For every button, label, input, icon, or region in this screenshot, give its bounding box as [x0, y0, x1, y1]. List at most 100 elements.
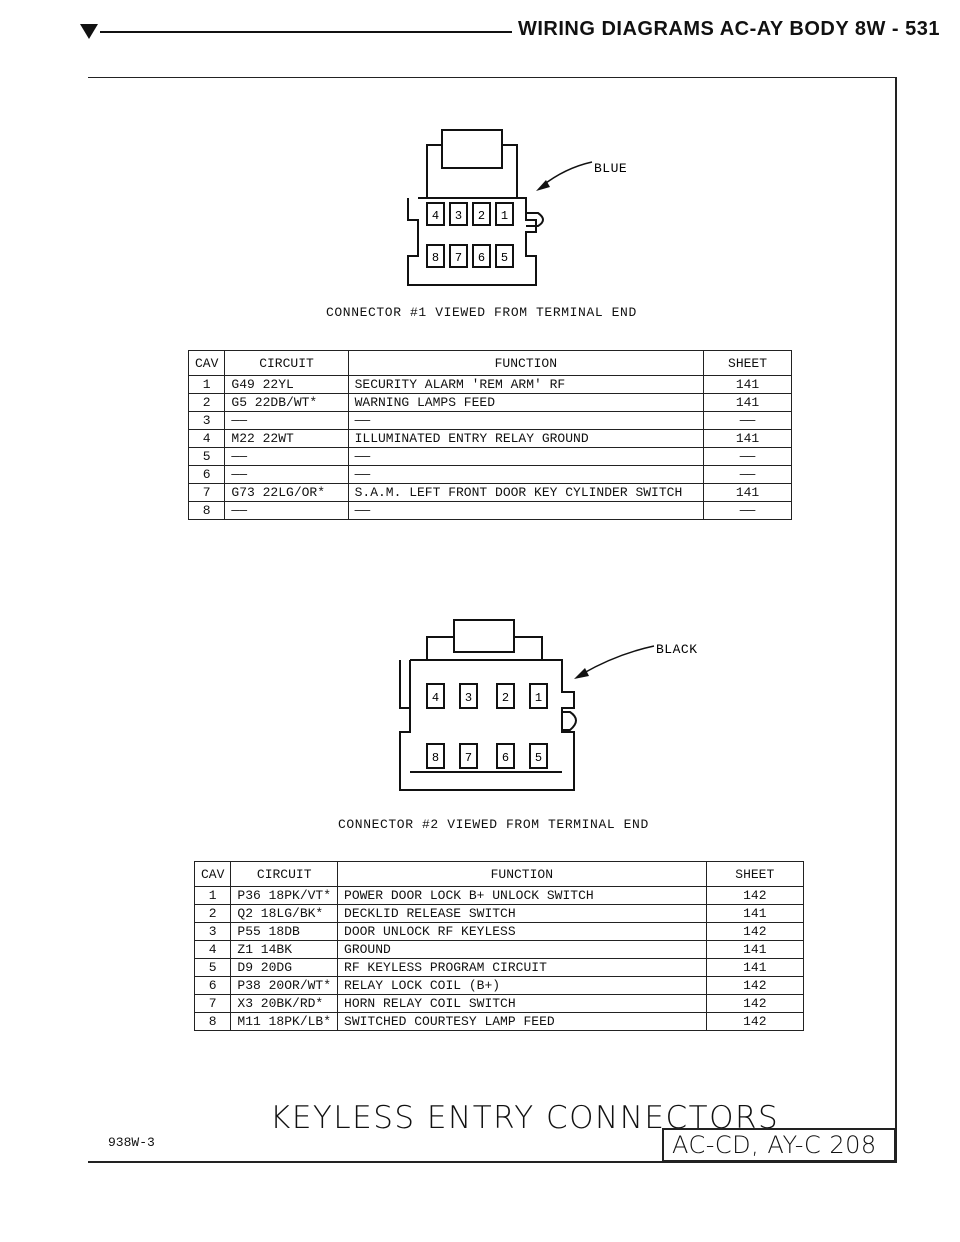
circuit-cell: ——	[224, 411, 349, 430]
sheet-cell: 141	[705, 904, 805, 923]
frame-bottom-border	[88, 1161, 896, 1163]
connector-2-pin-label: 5	[535, 751, 542, 765]
cav-cell: 5	[193, 958, 232, 977]
circuit-cell: Z1 14BK	[230, 940, 339, 959]
table-header-row: CAV CIRCUIT FUNCTION SHEET	[187, 350, 792, 376]
connector-1-pin	[426, 202, 445, 226]
connector-1-pin	[495, 202, 514, 226]
sheet-cell: 141	[703, 483, 792, 502]
sheet-cell: 142	[705, 886, 805, 905]
circuit-cell: D9 20DG	[230, 958, 339, 977]
circuit-cell: G5 22DB/WT*	[224, 393, 349, 412]
table-row: 1 G49 22YL SECURITY ALARM 'REM ARM' RF 1…	[187, 375, 792, 394]
circuit-cell: P55 18DB	[230, 922, 339, 941]
connector-2-pin	[426, 683, 445, 709]
connector-1-pin-label: 7	[455, 251, 462, 265]
column-header-function: FUNCTION	[337, 861, 707, 887]
connector-1-bottom-pins: 8 7 6 5	[426, 244, 514, 268]
circuit-cell: G73 22LG/OR*	[224, 483, 349, 502]
cav-cell: 3	[193, 922, 232, 941]
cav-cell: 7	[193, 994, 232, 1013]
connector-2-pin	[529, 743, 548, 769]
connector-1-pin	[472, 244, 491, 268]
function-cell: HORN RELAY COIL SWITCH	[337, 994, 707, 1013]
diagram-title: KEYLESS ENTRY CONNECTORS	[270, 1100, 780, 1136]
table-row: 7 X3 20BK/RD* HORN RELAY COIL SWITCH 142	[193, 994, 805, 1013]
column-header-cav: CAV	[187, 350, 226, 376]
function-cell: SWITCHED COURTESY LAMP FEED	[337, 1012, 707, 1031]
sheet-cell: 141	[703, 393, 792, 412]
cav-cell: 3	[187, 411, 226, 430]
connector-1-pin-label: 4	[432, 209, 439, 223]
connector-2-pin	[459, 683, 478, 709]
frame-top-border	[88, 77, 896, 78]
sheet-cell: ——	[703, 411, 792, 430]
function-cell: DECKLID RELEASE SWITCH	[337, 904, 707, 923]
header-rule	[100, 31, 512, 33]
column-header-function: FUNCTION	[347, 350, 705, 376]
sheet-cell: ——	[703, 501, 792, 520]
cav-cell: 8	[193, 1012, 232, 1031]
connector-1-arrowhead	[536, 180, 550, 191]
table-row: 3 P55 18DB DOOR UNLOCK RF KEYLESS 142	[193, 922, 805, 941]
connector-1-pin	[449, 244, 468, 268]
connector-1-color-label: BLUE	[594, 161, 627, 176]
table-row: 5 D9 20DG RF KEYLESS PROGRAM CIRCUIT 141	[193, 958, 805, 977]
connector-2-pin	[426, 743, 445, 769]
connector-1-diagram: 4 3 2 1 8 7 6 5 BLUE	[407, 129, 627, 286]
function-cell: RF KEYLESS PROGRAM CIRCUIT	[337, 958, 707, 977]
column-header-cav: CAV	[193, 861, 232, 887]
sheet-cell: 142	[705, 976, 805, 995]
table-row: 4 Z1 14BK GROUND 141	[193, 940, 805, 959]
circuit-cell: P38 20OR/WT*	[230, 976, 339, 995]
circuit-cell: ——	[224, 501, 349, 520]
circuit-cell: ——	[224, 465, 349, 484]
header-triangle-marker	[80, 24, 98, 39]
cav-cell: 2	[187, 393, 226, 412]
function-cell: S.A.M. LEFT FRONT DOOR KEY CYLINDER SWIT…	[347, 483, 705, 502]
function-cell: ——	[347, 411, 705, 430]
connector-2-pin-label: 7	[465, 751, 472, 765]
table-row: 1 P36 18PK/VT* POWER DOOR LOCK B+ UNLOCK…	[193, 886, 805, 905]
connector-1-pin-label: 8	[432, 251, 439, 265]
circuit-cell: X3 20BK/RD*	[230, 994, 339, 1013]
cav-cell: 4	[193, 940, 232, 959]
table-row: 6 P38 20OR/WT* RELAY LOCK COIL (B+) 142	[193, 976, 805, 995]
connector-1-pin-label: 1	[501, 209, 508, 223]
function-cell: DOOR UNLOCK RF KEYLESS	[337, 922, 707, 941]
function-cell: RELAY LOCK COIL (B+)	[337, 976, 707, 995]
column-header-circuit: CIRCUIT	[224, 350, 349, 376]
column-header-sheet: SHEET	[705, 861, 805, 887]
sheet-cell: 141	[703, 429, 792, 448]
cav-cell: 2	[193, 904, 232, 923]
function-cell: ——	[347, 447, 705, 466]
sheet-cell: ——	[703, 465, 792, 484]
connector-1-pin-label: 5	[501, 251, 508, 265]
connector-2-leader-line	[581, 645, 655, 675]
circuit-cell: M22 22WT	[224, 429, 349, 448]
sheet-cell: 141	[705, 940, 805, 959]
connector-1-pin-label: 2	[478, 209, 485, 223]
column-header-sheet: SHEET	[703, 350, 792, 376]
function-cell: ILLUMINATED ENTRY RELAY GROUND	[347, 429, 705, 448]
connector-2-pin-label: 4	[432, 691, 439, 705]
connector-1-pin-label: 3	[455, 209, 462, 223]
connector-2-pin	[496, 683, 515, 709]
cav-cell: 7	[187, 483, 226, 502]
cav-cell: 6	[193, 976, 232, 995]
connector-2-table: CAV CIRCUIT FUNCTION SHEET 1 P36 18PK/VT…	[193, 861, 805, 1031]
figure-id: 938W-3	[108, 1135, 155, 1150]
function-cell: GROUND	[337, 940, 707, 959]
cav-cell: 4	[187, 429, 226, 448]
connector-2-color-label: BLACK	[656, 642, 698, 657]
circuit-cell: Q2 18LG/BK*	[230, 904, 339, 923]
connector-2-arrowhead	[574, 668, 589, 679]
table-header-row: CAV CIRCUIT FUNCTION SHEET	[193, 861, 805, 887]
connector-2-pin-label: 2	[502, 691, 509, 705]
table-row: 5 —— —— ——	[187, 447, 792, 466]
function-cell: SECURITY ALARM 'REM ARM' RF	[347, 375, 705, 394]
sheet-cell: 141	[705, 958, 805, 977]
connector-2-pin-label: 1	[535, 691, 542, 705]
connector-2-pin	[496, 743, 515, 769]
connector-2-pin-label: 3	[465, 691, 472, 705]
